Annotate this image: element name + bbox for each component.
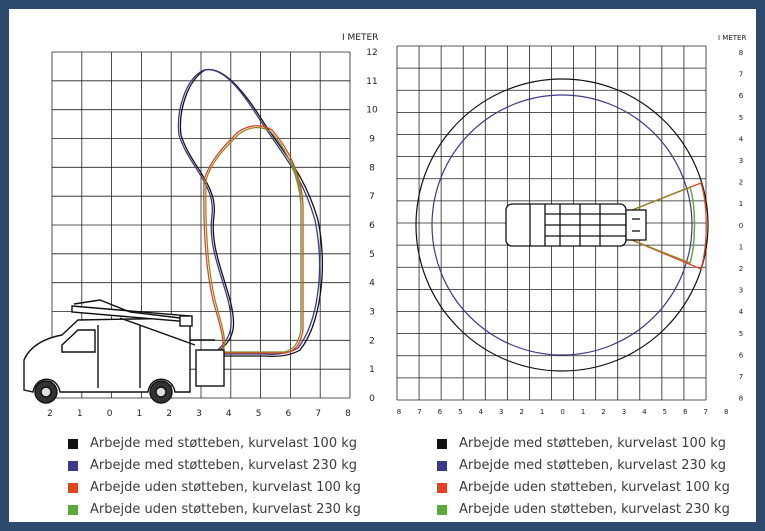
right-chart-unit-label: I METER	[718, 34, 746, 42]
left-x-tick-label: 1	[137, 409, 143, 419]
right-y-tick-label: 4	[739, 308, 744, 316]
plan-reach-without-outriggers-230kg-edge	[689, 186, 696, 264]
left-x-tick-label: 7	[315, 409, 321, 419]
left-x-tick-label: 6	[286, 409, 292, 419]
right-x-tick-label: 4	[479, 408, 484, 416]
vehicle-side-view	[23, 299, 225, 404]
left-x-tick-label: 5	[256, 409, 262, 419]
right-y-tick-label: 5	[739, 330, 743, 338]
plan-reach-with-outriggers-100kg	[415, 78, 709, 372]
vehicle-top-view	[505, 203, 647, 247]
right-y-tick-label: 8	[739, 395, 743, 403]
plan-reach-without-outriggers-100kg	[621, 182, 707, 270]
right-x-tick-label: 3	[622, 408, 626, 416]
legend-label: Arbejde uden støtteben, kurvelast 100 kg	[90, 480, 361, 495]
legend-label: Arbejde med støtteben, kurvelast 100 kg	[459, 436, 727, 451]
legend-left: Arbejde med støtteben, kurvelast 100 kg A…	[68, 436, 368, 522]
legend-swatch	[68, 483, 78, 493]
legend-swatch	[437, 439, 447, 449]
envelope-without-outriggers-100kg	[203, 125, 304, 354]
left-chart-x-ticks: 2 1 0 1 2 3 4 5 6 7 8	[47, 409, 351, 419]
left-y-tick-label: 2	[369, 336, 375, 346]
legend-swatch	[437, 461, 447, 471]
left-y-tick-label: 1	[369, 365, 375, 375]
right-x-tick-label: 6	[438, 408, 443, 416]
right-x-tick-label: 8	[724, 408, 728, 416]
plan-reach-with-outriggers-230kg	[431, 94, 693, 356]
right-x-tick-label: 7	[704, 408, 708, 416]
left-y-tick-label: 4	[369, 279, 375, 289]
right-y-tick-label: 8	[739, 49, 743, 57]
right-y-tick-label: 3	[739, 157, 743, 165]
legend-label: Arbejde med støtteben, kurvelast 100 kg	[90, 436, 358, 451]
left-x-tick-label: 4	[226, 409, 232, 419]
right-x-tick-label: 2	[601, 408, 605, 416]
legend-label: Arbejde uden støtteben, kurvelast 100 kg	[459, 480, 730, 495]
left-x-tick-label: 3	[196, 409, 202, 419]
right-x-tick-label: 1	[540, 408, 544, 416]
right-y-tick-label: 6	[739, 92, 744, 100]
left-y-tick-label: 9	[369, 135, 375, 145]
envelope-without-outriggers-230kg-edge	[289, 159, 302, 330]
right-x-tick-label: 8	[397, 408, 401, 416]
left-y-tick-label: 12	[366, 48, 377, 58]
left-x-tick-label: 2	[47, 409, 53, 419]
left-x-tick-label: 1	[77, 409, 83, 419]
left-x-tick-label: 2	[166, 409, 172, 419]
left-chart-unit-label: I METER	[342, 33, 378, 43]
right-y-tick-label: 7	[739, 71, 743, 79]
left-x-tick-label: 8	[345, 409, 351, 419]
right-y-tick-label: 2	[739, 265, 743, 273]
right-y-tick-label: 6	[739, 351, 744, 359]
right-x-tick-label: 7	[417, 408, 421, 416]
right-x-tick-label: 2	[519, 408, 523, 416]
right-chart-y-ticks: 8 7 6 5 4 3 2 1 0 1 2 3 4 5 6 7 8	[739, 49, 744, 403]
right-y-tick-label: 0	[739, 222, 743, 230]
right-y-tick-label: 1	[739, 243, 743, 251]
envelope-without-outriggers-230kg	[205, 126, 302, 353]
legend-label: Arbejde uden støtteben, kurvelast 230 kg	[459, 502, 730, 517]
right-y-tick-label: 2	[739, 179, 743, 187]
legend-label: Arbejde uden støtteben, kurvelast 230 kg	[90, 502, 361, 517]
left-y-tick-label: 0	[369, 394, 375, 404]
right-x-tick-label: 0	[560, 408, 564, 416]
envelope-with-outriggers-230kg	[177, 68, 321, 355]
left-x-tick-label: 0	[107, 409, 113, 419]
left-y-tick-label: 5	[369, 250, 375, 260]
right-y-tick-label: 4	[739, 135, 744, 143]
right-y-tick-label: 7	[739, 373, 743, 381]
left-y-tick-label: 8	[369, 163, 375, 173]
left-y-tick-label: 11	[366, 77, 377, 87]
legend-right: Arbejde med støtteben, kurvelast 100 kg A…	[437, 436, 737, 522]
left-y-tick-label: 10	[366, 106, 378, 116]
left-y-tick-label: 6	[369, 221, 375, 231]
left-y-tick-label: 3	[369, 308, 375, 318]
legend-swatch	[68, 439, 78, 449]
right-x-tick-label: 5	[663, 408, 667, 416]
left-y-tick-label: 7	[369, 192, 375, 202]
legend-swatch	[437, 483, 447, 493]
legend-swatch	[437, 505, 447, 515]
right-x-tick-label: 1	[581, 408, 585, 416]
right-x-tick-label: 3	[499, 408, 503, 416]
right-y-tick-label: 3	[739, 287, 743, 295]
right-chart-x-ticks: 8 7 6 5 4 3 2 1 0 1 2 3 4 5 6 7 8	[397, 408, 729, 416]
legend-swatch	[68, 505, 78, 515]
right-y-tick-label: 1	[739, 200, 743, 208]
legend-swatch	[68, 461, 78, 471]
legend-label: Arbejde med støtteben, kurvelast 230 kg	[90, 458, 358, 473]
right-x-tick-label: 6	[683, 408, 688, 416]
right-y-tick-label: 5	[739, 114, 743, 122]
right-x-tick-label: 4	[642, 408, 647, 416]
legend-label: Arbejde med støtteben, kurvelast 230 kg	[459, 458, 727, 473]
right-x-tick-label: 5	[458, 408, 462, 416]
